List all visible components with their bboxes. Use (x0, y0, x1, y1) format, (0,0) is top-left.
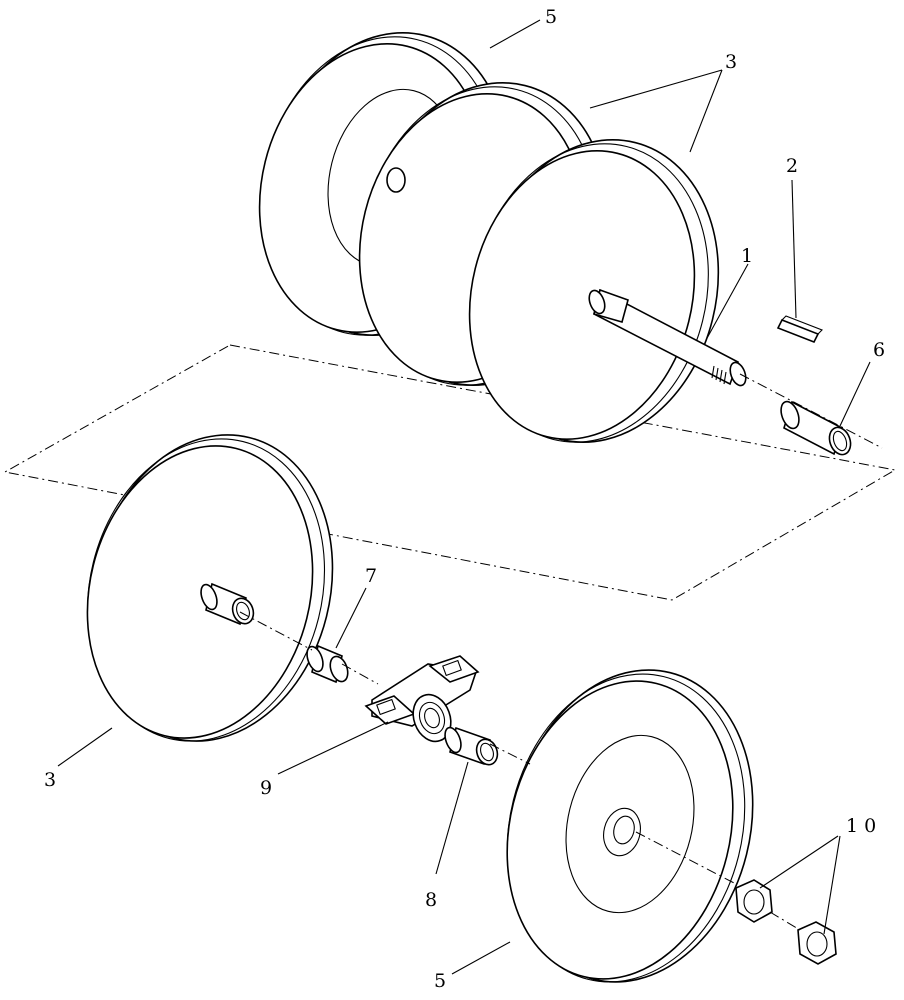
key (776, 315, 823, 344)
bushing-7 (306, 644, 349, 684)
callout-7: 7 (365, 565, 377, 587)
callout-3-top: 3 (725, 51, 737, 73)
nut-lower (797, 921, 837, 965)
leader-7 (335, 587, 367, 649)
spacer-6 (780, 400, 852, 456)
leader-5-top (489, 19, 541, 49)
leader-3-top-a (589, 69, 723, 109)
leader-3-top-b (689, 69, 723, 153)
hub-bushing (200, 582, 255, 626)
upper-center-line (739, 373, 883, 449)
callout-5-top: 5 (545, 6, 557, 28)
leader-10-a (759, 835, 839, 889)
leader-6 (839, 361, 871, 427)
callout-10: 1 0 (846, 815, 876, 837)
bushing-8 (444, 726, 499, 766)
callout-5-bottom: 5 (434, 970, 446, 992)
leader-5-bottom (451, 941, 511, 975)
leader-1 (705, 263, 749, 341)
leader-3-left (57, 727, 113, 767)
shaft (588, 288, 747, 387)
callout-3-left: 3 (44, 769, 56, 791)
callout-6: 6 (873, 339, 885, 361)
bearing-housing (364, 655, 480, 743)
callout-2: 2 (786, 155, 798, 177)
callout-9: 9 (260, 777, 272, 799)
leader-8 (435, 761, 469, 875)
lower-center-line (239, 611, 801, 931)
assembly-plane-outline (3, 344, 897, 601)
nut-upper (735, 879, 773, 923)
callout-1: 1 (741, 245, 753, 267)
leader-2 (791, 179, 797, 319)
leader-10-b (823, 835, 841, 935)
callout-8: 8 (425, 889, 437, 911)
wheel-5-lower (506, 669, 754, 983)
leader-9 (277, 721, 389, 775)
